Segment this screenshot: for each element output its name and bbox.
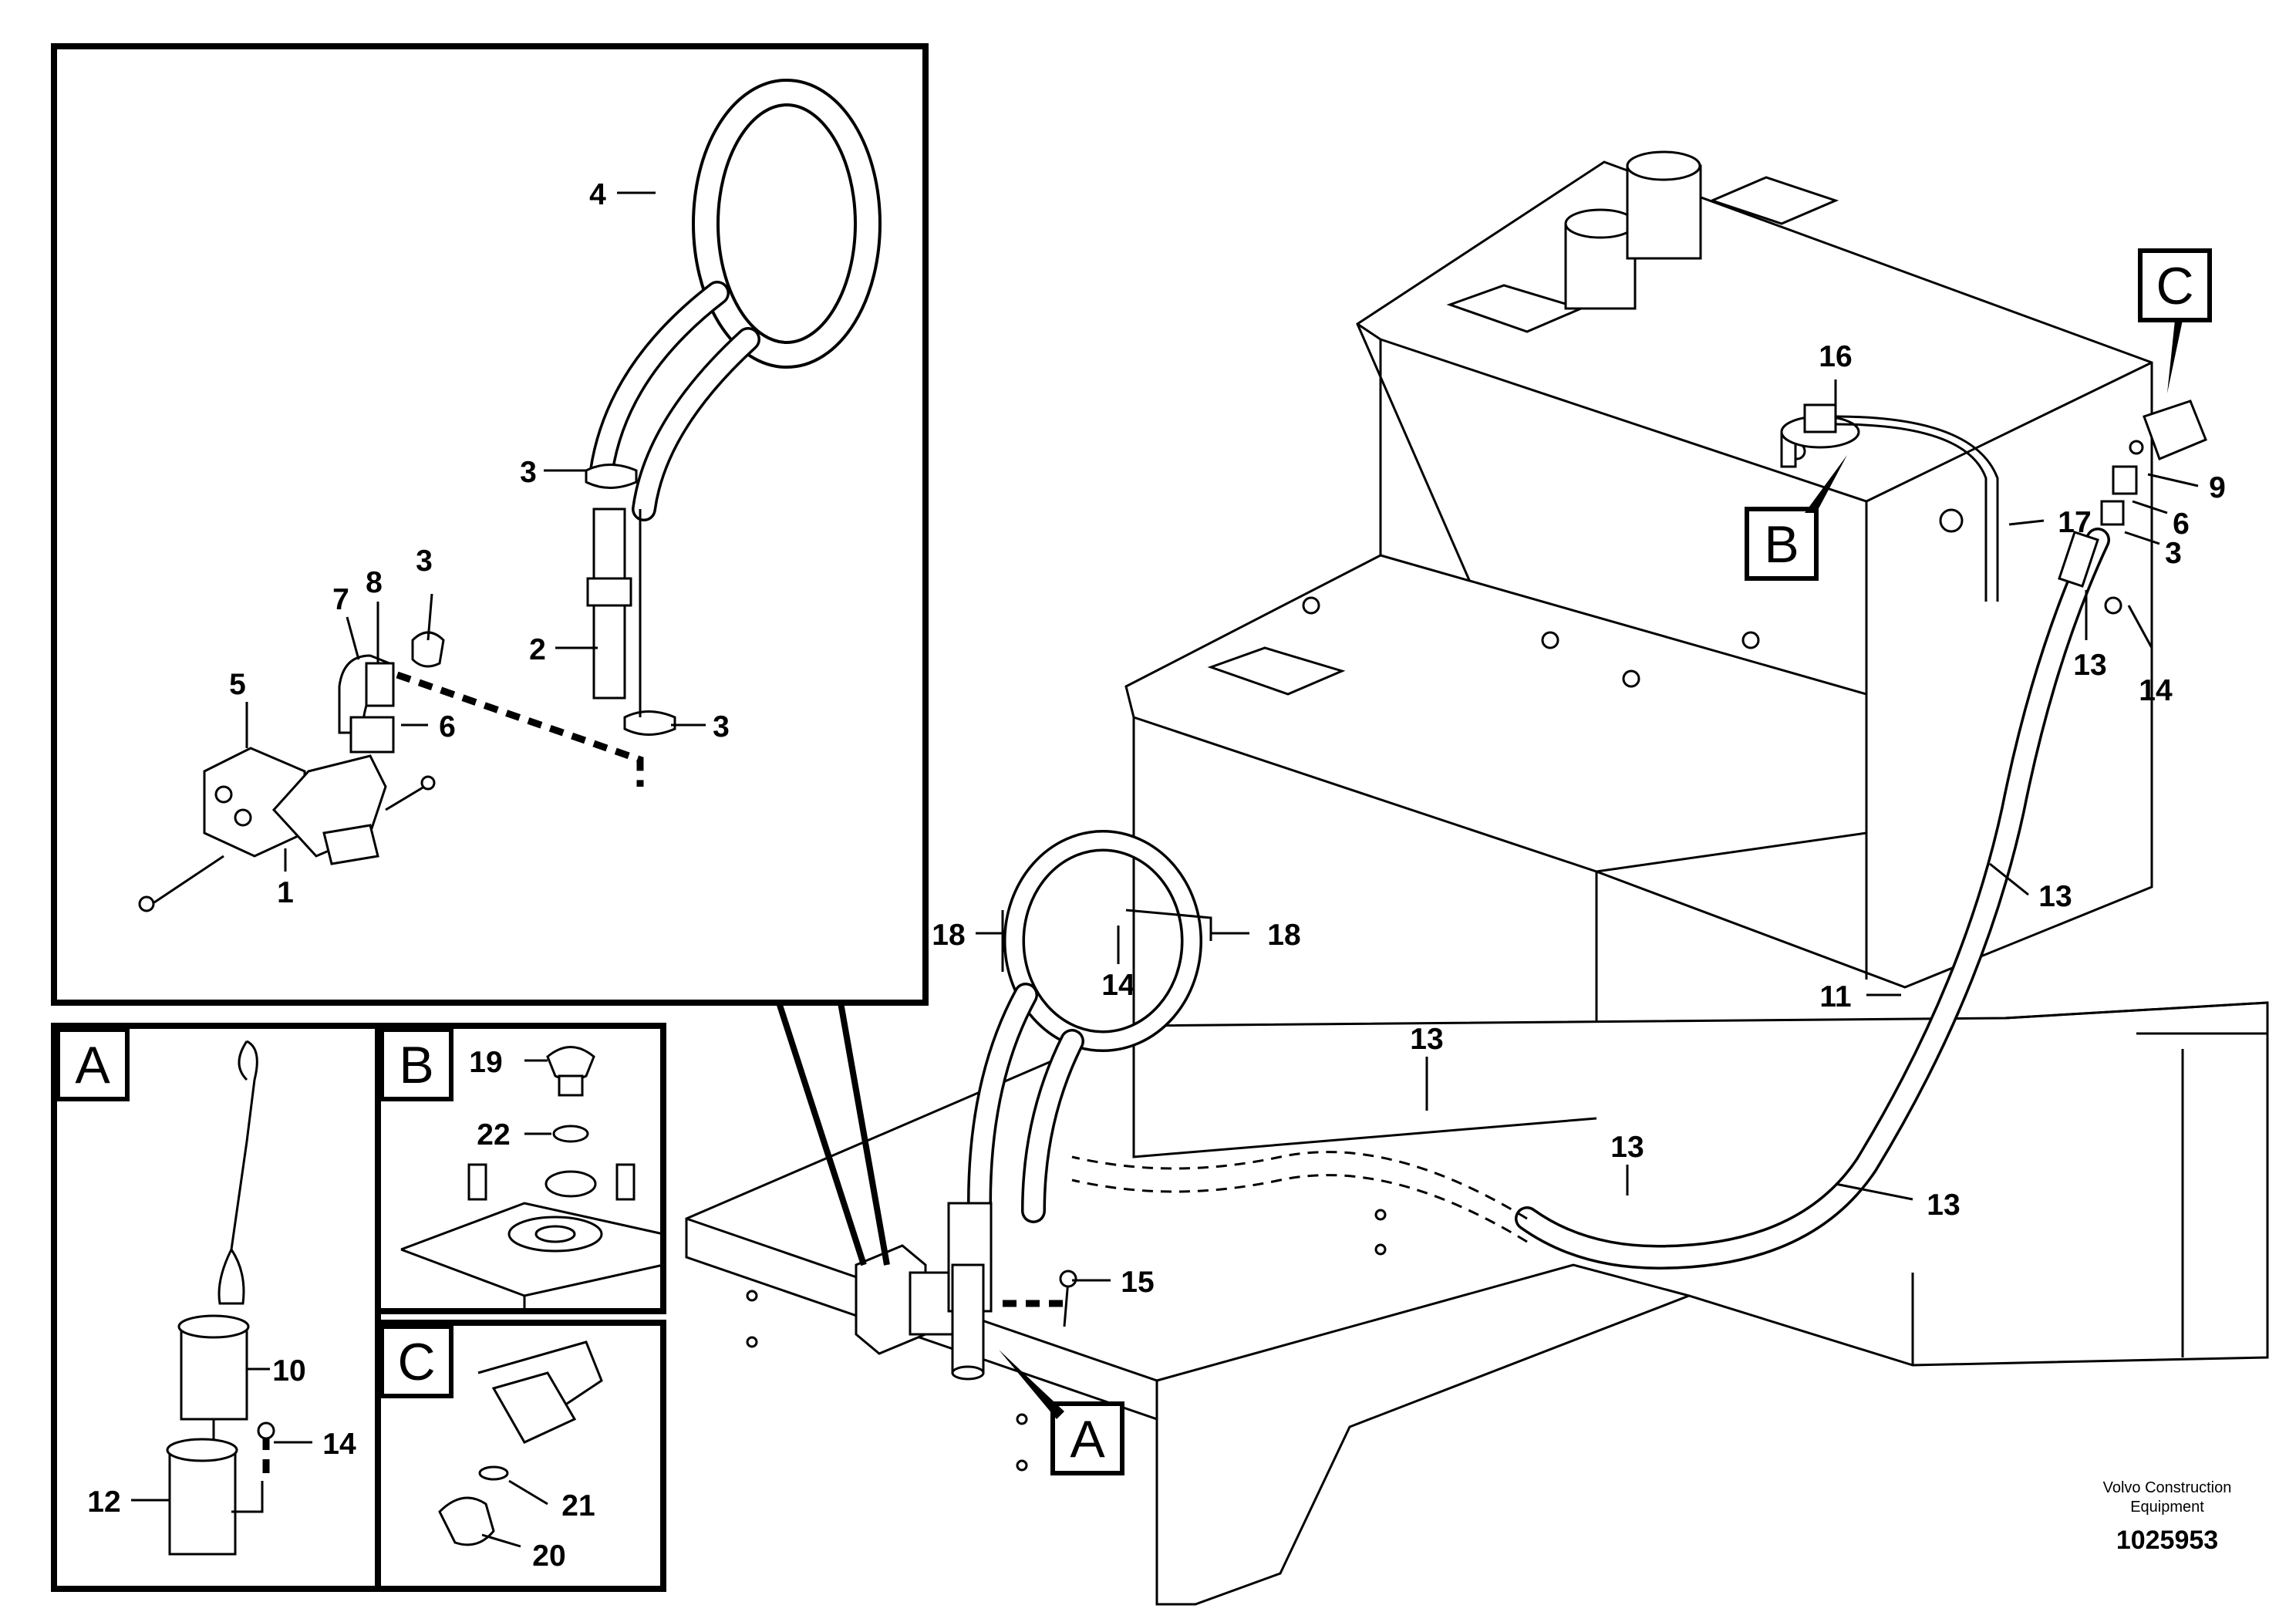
part-label-3: 3	[2165, 537, 2182, 570]
part-label-20: 20	[532, 1539, 565, 1573]
part-label-11: 11	[1819, 980, 1851, 1013]
part-label-2: 2	[529, 633, 546, 666]
part-label-13: 13	[1927, 1189, 1960, 1222]
part-label-18: 18	[932, 919, 965, 952]
part-label-13: 13	[2073, 649, 2106, 682]
callout-b-letter: B	[399, 1036, 433, 1094]
main-pump	[855, 1202, 1064, 1381]
sensor-16	[1780, 403, 1999, 602]
part-label-4: 4	[589, 178, 606, 211]
part-label-13: 13	[1410, 1023, 1443, 1056]
main-callout-c-letter: C	[2156, 257, 2193, 315]
part-label-13: 13	[2038, 880, 2072, 913]
main-leaders	[976, 379, 2199, 1282]
part-label-10: 10	[272, 1354, 305, 1388]
part-label-3: 3	[520, 456, 537, 489]
part-label-18: 18	[1267, 919, 1300, 952]
inset-b-parts	[400, 1046, 664, 1311]
part-label-8: 8	[366, 566, 383, 599]
callout-c-letter: C	[397, 1333, 435, 1391]
part-label-14: 14	[1101, 969, 1135, 1002]
inset-a-parts	[131, 1040, 312, 1556]
main-callout-a-letter: A	[1070, 1410, 1105, 1469]
part-label-14: 14	[2139, 674, 2173, 707]
main-callouts	[999, 248, 2212, 1475]
part-label-12: 12	[87, 1485, 120, 1519]
inset-main-leaders	[245, 191, 706, 872]
company-line-2: Equipment	[2130, 1499, 2204, 1516]
inset-pump-1	[138, 631, 644, 912]
part-label-17: 17	[2058, 506, 2091, 539]
part-label-6: 6	[2173, 508, 2190, 541]
company-line-1: Volvo Construction	[2103, 1479, 2232, 1496]
inset-loop-hose-4	[589, 79, 882, 521]
part-label-3: 3	[713, 710, 730, 744]
part-label-3: 3	[416, 545, 433, 578]
part-label-22: 22	[477, 1118, 510, 1152]
inset-main-frame	[51, 43, 929, 1006]
callout-a-letter: A	[75, 1036, 110, 1094]
inset-fitting-2	[585, 464, 676, 736]
main-callout-b-letter: B	[1764, 515, 1799, 574]
part-label-21: 21	[561, 1489, 595, 1523]
bolt-15	[1059, 1270, 1077, 1327]
part-label-5: 5	[229, 668, 246, 701]
part-label-6: 6	[439, 710, 456, 744]
main-loop-hose-4	[967, 830, 1202, 1223]
fitting-C-stack	[2058, 400, 2207, 615]
part-label-1: 1	[277, 876, 294, 909]
part-label-9: 9	[2209, 471, 2226, 504]
callout-a-box	[56, 1027, 130, 1101]
main-hose-11	[1071, 528, 2110, 1270]
inset-c-parts	[438, 1340, 603, 1548]
callout-b-box	[379, 1027, 453, 1101]
callout-c-box	[379, 1324, 453, 1398]
part-label-15: 15	[1121, 1266, 1154, 1299]
part-label-19: 19	[469, 1046, 502, 1079]
part-label-14: 14	[322, 1428, 356, 1461]
part-label-7: 7	[332, 583, 349, 616]
part-label-13: 13	[1610, 1131, 1644, 1164]
part-label-16: 16	[1819, 340, 1852, 373]
drawing-number: 1025953	[2116, 1526, 2218, 1555]
